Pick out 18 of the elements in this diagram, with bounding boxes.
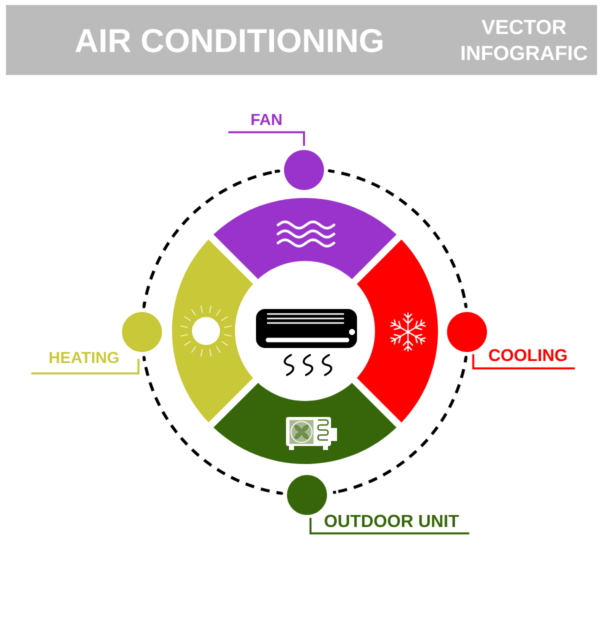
dashed-arc bbox=[142, 356, 284, 495]
dashed-arc bbox=[142, 170, 280, 308]
callout-label: FAN bbox=[252, 114, 282, 125]
leader-line bbox=[31, 358, 140, 374]
dashed-arc bbox=[328, 169, 468, 308]
circle-marker bbox=[122, 312, 162, 352]
callout-label: COOLING bbox=[489, 349, 567, 362]
circle-marker bbox=[447, 312, 487, 352]
dashed-arc bbox=[330, 356, 468, 494]
title: AIR CONDITIONING bbox=[75, 28, 382, 52]
circle-marker bbox=[284, 150, 324, 190]
subtitle: VECTOR INFOGRAFIC bbox=[462, 20, 588, 60]
circle-marker bbox=[287, 475, 327, 515]
leader-line bbox=[472, 354, 575, 370]
leader-line bbox=[228, 131, 305, 146]
leader-line bbox=[310, 518, 470, 534]
callout-label: OUTDOOR UNIT bbox=[324, 514, 459, 528]
callout-label: HEATING bbox=[50, 352, 118, 364]
